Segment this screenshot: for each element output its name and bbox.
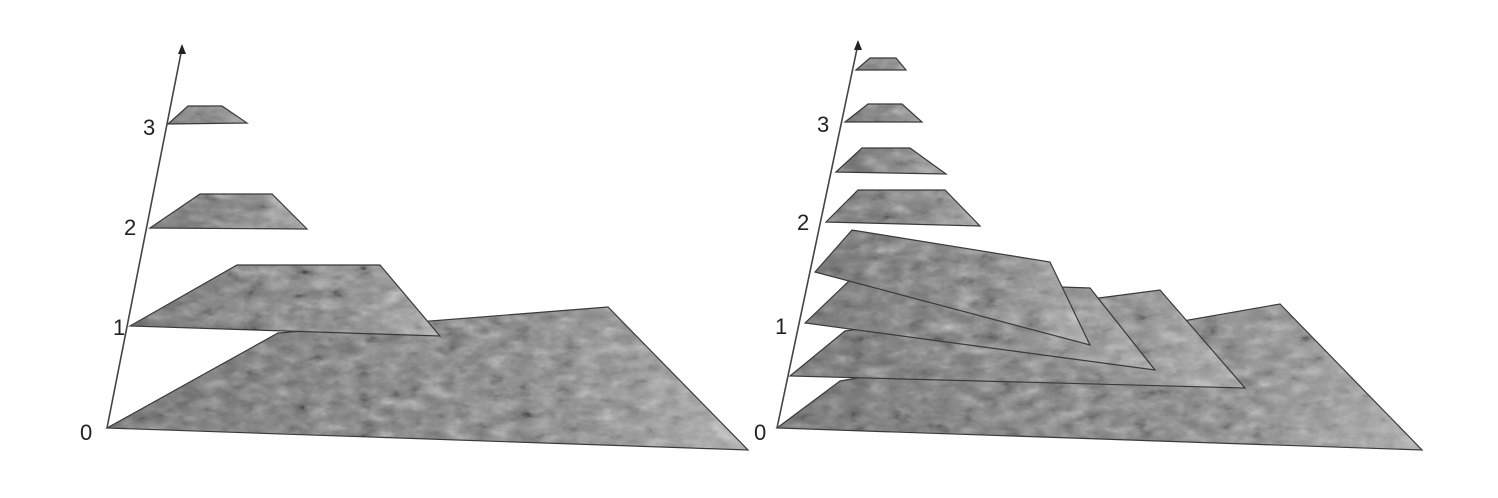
right-layers [777,58,1422,450]
left-tick-label-3: 3 [143,115,155,140]
right-tick-label-0: 0 [754,420,766,445]
right-layer-shading-5 [836,148,946,174]
left-tick-label-1: 1 [113,315,125,340]
right-tick-label-3: 3 [817,112,829,137]
left-axis-arrowhead [178,44,186,54]
right-layer-shading-4 [826,190,980,226]
left-vertical-axis [107,48,182,428]
left-tick-label-2: 2 [124,215,136,240]
right-tick-label-2: 2 [797,210,809,235]
right-tick-label-1: 1 [775,314,787,339]
left-layers [107,106,748,450]
right-axis-arrowhead [854,40,862,50]
pyramid-right: 0 1 2 3 [754,40,1422,450]
left-layer-shading-1 [130,265,440,336]
left-tick-label-0: 0 [80,420,92,445]
pyramid-left: 0 1 2 3 [80,44,748,450]
